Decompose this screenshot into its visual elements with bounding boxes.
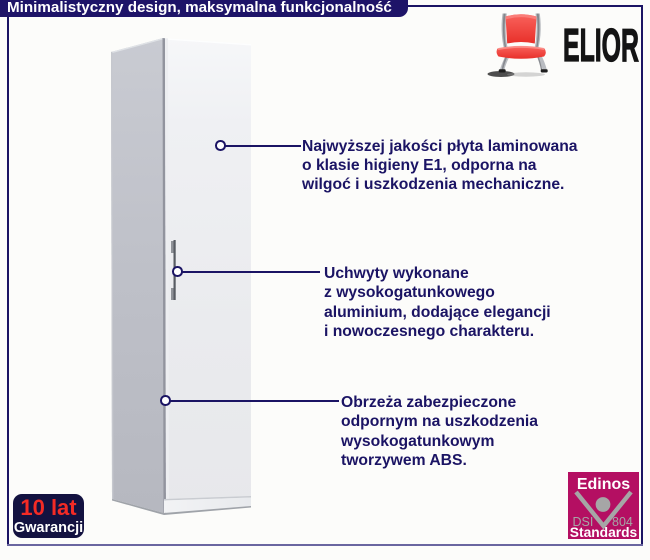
- svg-text:Edinos: Edinos: [577, 476, 630, 493]
- svg-text:Standards: Standards: [570, 525, 638, 539]
- svg-text:804: 804: [612, 515, 633, 529]
- svg-text:DSI: DSI: [573, 515, 594, 529]
